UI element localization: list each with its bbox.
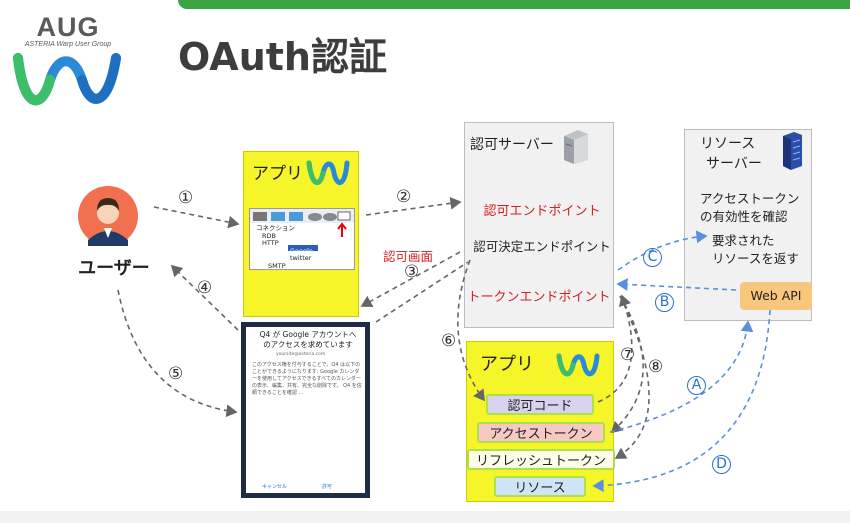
step-6: ⑥ <box>441 331 457 351</box>
consent-allow-button[interactable]: 許可 <box>322 484 333 490</box>
decision-endpoint: 認可決定エンドポイント <box>473 239 611 254</box>
consent-email: yoursite@asteria.com <box>276 352 326 357</box>
conn-row: RDB <box>262 231 276 240</box>
arrow-b <box>616 278 737 291</box>
check-line: の有効性を確認 <box>700 209 788 224</box>
consent-screen <box>241 322 370 498</box>
conn-row: twitter <box>290 254 312 262</box>
page-title: OAuth認証 <box>178 35 387 79</box>
arrow-3 <box>360 251 461 307</box>
resource-server-title: リソース サーバー <box>700 134 762 174</box>
check-line: アクセストークン <box>700 191 800 206</box>
step-b: B <box>655 293 674 312</box>
consent-body: このアクセス権を付与することで、Q4 は以下のことができるようになります: Go… <box>252 362 362 396</box>
step-a: A <box>687 376 706 395</box>
token-check-text: アクセストークン の有効性を確認 <box>700 190 799 226</box>
web-api-button[interactable]: Web API <box>740 282 812 310</box>
arrow-4 <box>170 264 239 331</box>
arrow-c <box>617 230 708 271</box>
arrow-1 <box>153 206 240 229</box>
arrow-8 <box>610 295 644 434</box>
arrow-7 <box>597 294 633 403</box>
return-resource-text: 要求された リソースを返す <box>700 232 799 268</box>
user-label: ユーザー <box>78 258 150 279</box>
step-1: ① <box>178 188 194 208</box>
authorization-endpoint: 認可エンドポイント <box>483 204 601 219</box>
resource-item: リソース <box>494 476 586 497</box>
step-3: ③ <box>404 262 420 282</box>
token-endpoint: トークンエンドポイント <box>467 290 611 305</box>
arrow-d <box>592 309 771 493</box>
app-top-label: アプリ <box>252 164 303 184</box>
authorization-code-item: 認可コード <box>486 394 594 415</box>
top-accent-bar <box>178 0 850 9</box>
app-bottom-label: アプリ <box>480 354 534 375</box>
conn-row: HTTP <box>262 239 279 247</box>
access-token-item: アクセストークン <box>477 422 605 443</box>
aug-mini-logo-icon <box>556 353 600 377</box>
auth-screen-label: 認可画面 <box>383 249 434 264</box>
arrow-2 <box>365 196 462 216</box>
app-screenshot: コネクション RDB HTTP Google twitter SMTP <box>249 208 355 270</box>
step-5: ⑤ <box>168 364 184 384</box>
arrow-5 <box>117 289 238 418</box>
app-bottom-box <box>466 341 614 502</box>
arrow-a <box>609 320 754 433</box>
server-icon <box>564 130 588 164</box>
conn-row: SMTP <box>268 261 286 270</box>
arrow-8b <box>614 295 650 459</box>
auth-server-box <box>464 122 614 328</box>
server-rack-icon <box>783 132 802 170</box>
conn-row: Google <box>290 246 313 255</box>
logo-subtitle: ASTERIA Warp User Group <box>24 41 112 48</box>
resource-title-line: サーバー <box>706 156 762 172</box>
aug-logo-icon <box>13 53 121 106</box>
return-line: リソースを返す <box>712 251 799 266</box>
consent-cancel-button[interactable]: キャンセル <box>262 484 288 490</box>
auth-server-title: 認可サーバー <box>470 137 554 153</box>
step-7: ⑦ <box>620 345 636 365</box>
arrow-6 <box>457 259 485 402</box>
step-8: ⑧ <box>648 357 664 377</box>
refresh-token-item: リフレッシュトークン <box>467 449 615 470</box>
step-c: C <box>643 248 662 267</box>
bottom-bar <box>0 511 850 523</box>
step-d: D <box>712 455 731 474</box>
resource-title-line: リソース <box>700 136 756 152</box>
user-avatar-icon <box>78 186 138 246</box>
arrow-3b <box>375 261 469 323</box>
return-line: 要求された <box>712 233 775 248</box>
step-4: ④ <box>197 278 213 298</box>
logo-text: AUG <box>36 12 100 42</box>
consent-title: Q4 が Google アカウントへのアクセスを求めています <box>259 330 357 349</box>
aug-mini-logo-icon <box>306 160 350 185</box>
step-2: ② <box>396 187 412 207</box>
conn-row: コネクション <box>256 224 295 232</box>
